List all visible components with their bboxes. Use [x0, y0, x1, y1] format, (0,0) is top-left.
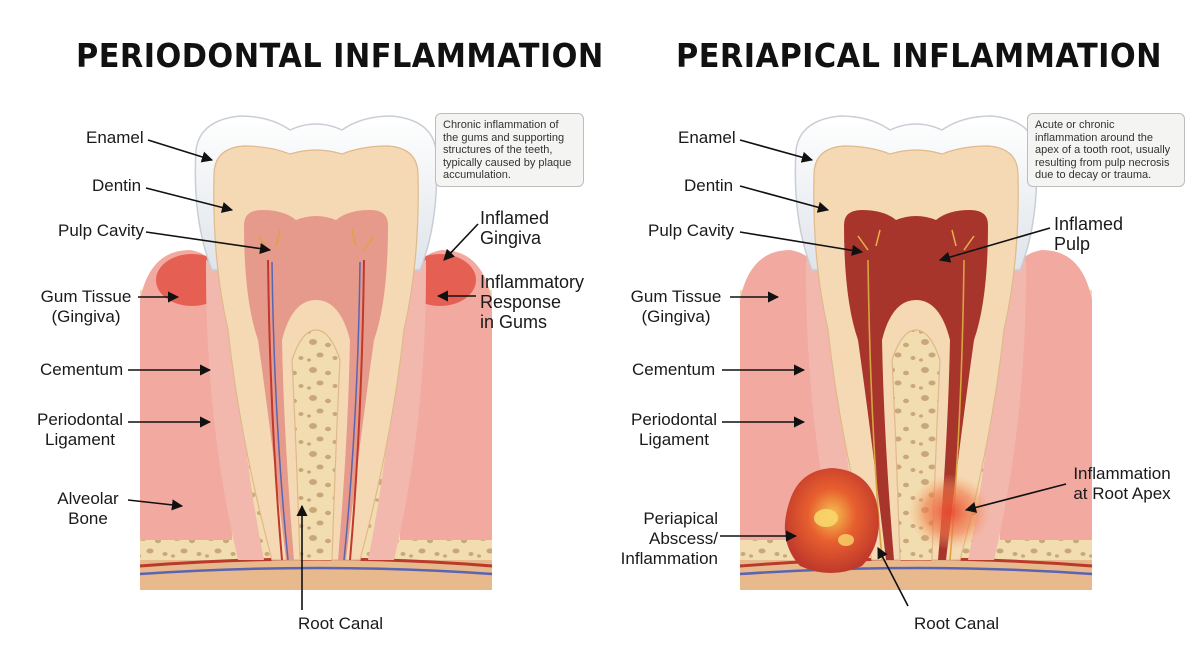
label-inflamed-gingiva: Inflamed Gingiva	[480, 208, 550, 248]
left-panel-title: PERIODONTAL INFLAMMATION	[76, 36, 604, 75]
leader-lines	[127, 139, 1067, 610]
right-apex-inflammation	[908, 474, 992, 550]
label-periodontal-ligament-left: Periodontal Ligament	[36, 410, 123, 449]
label-dentin-right: Dentin	[684, 176, 734, 195]
label-periodontal-ligament-right: Periodontal Ligament	[630, 410, 717, 449]
label-periapical-abscess: Periapical Abscess/ Inflammation	[620, 509, 718, 568]
label-inflammation-root-apex: Inflammation at Root Apex	[1073, 464, 1171, 503]
left-tooth-diagram	[139, 115, 493, 590]
label-pulp-cavity-left: Pulp Cavity	[58, 221, 144, 240]
label-inflamed-pulp: Inflamed Pulp	[1054, 214, 1124, 254]
right-panel-title: PERIAPICAL INFLAMMATION	[676, 36, 1163, 75]
left-description-note: Chronic inflammation of the gums and sup…	[435, 113, 584, 187]
label-enamel-right: Enamel	[678, 128, 736, 147]
label-inflammatory-response: Inflammatory Response in Gums	[480, 272, 585, 332]
label-cementum-left: Cementum	[40, 360, 124, 379]
label-pulp-cavity-right: Pulp Cavity	[648, 221, 734, 240]
label-gum-tissue-left: Gum Tissue (Gingiva)	[40, 287, 132, 326]
label-alveolar-bone-left: Alveolar Bone	[57, 489, 119, 528]
right-tooth-diagram	[739, 115, 1093, 590]
label-root-canal-left: Root Canal	[298, 614, 384, 633]
label-enamel-left: Enamel	[86, 128, 144, 147]
label-gum-tissue-right: Gum Tissue (Gingiva)	[630, 287, 722, 326]
label-dentin-left: Dentin	[92, 176, 142, 195]
right-pulp	[844, 210, 988, 560]
right-description-note: Acute or chronic inflammation around the…	[1027, 113, 1185, 187]
label-cementum-right: Cementum	[632, 360, 716, 379]
label-root-canal-right: Root Canal	[914, 614, 1000, 633]
